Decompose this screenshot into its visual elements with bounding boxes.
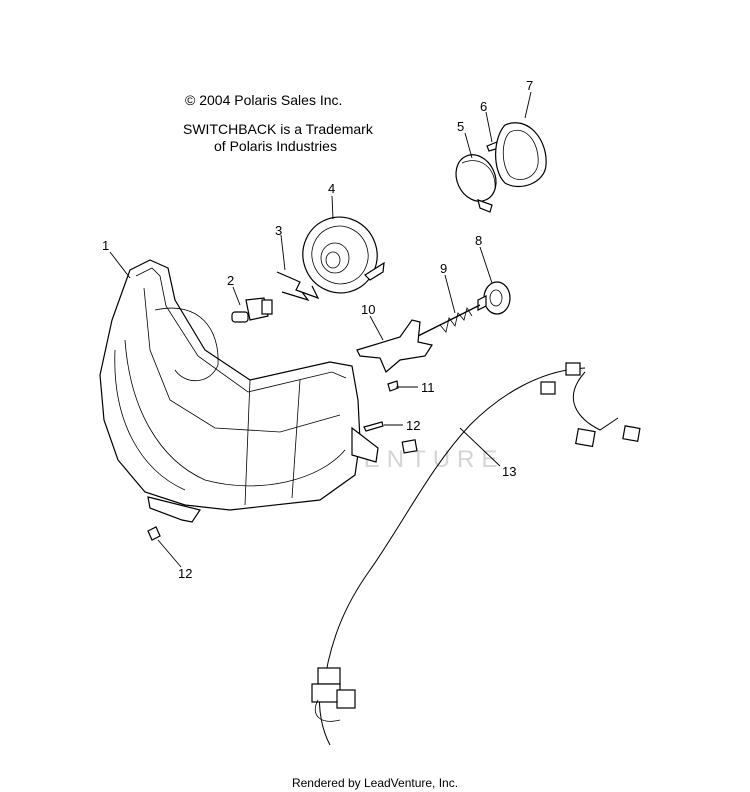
lamp-gasket <box>495 122 547 188</box>
bulb-retaining-clip <box>276 271 320 302</box>
callout-12-lower: 12 <box>178 566 192 581</box>
callout-2: 2 <box>227 273 234 288</box>
callout-8: 8 <box>475 233 482 248</box>
callout-6: 6 <box>480 99 487 114</box>
callout-4: 4 <box>328 181 335 196</box>
callout-9: 9 <box>440 261 447 276</box>
rear-cover-reflector <box>302 216 385 294</box>
auxiliary-lamp <box>455 154 497 213</box>
callout-12-upper: 12 <box>406 418 420 433</box>
leader-lines <box>109 91 532 568</box>
adjuster-spring <box>417 304 481 337</box>
mounting-bracket <box>356 319 433 373</box>
adjuster-knob <box>477 281 511 315</box>
footer-credit: Rendered by LeadVenture, Inc. <box>291 776 459 790</box>
callout-1: 1 <box>102 238 109 253</box>
bracket-screw <box>387 380 399 392</box>
headlight-bulb <box>231 297 273 323</box>
trademark-line-2: of Polaris Industries <box>214 138 337 154</box>
callout-labels: 1 2 3 4 5 6 7 8 9 10 11 12 12 13 <box>102 78 533 581</box>
wiring-harness <box>311 362 641 746</box>
headlight-housing <box>99 259 379 523</box>
callout-10: 10 <box>361 302 375 317</box>
callout-11: 11 <box>421 380 435 395</box>
housing-screw-clip <box>147 421 418 541</box>
callout-7: 7 <box>526 78 533 93</box>
callout-5: 5 <box>457 119 464 134</box>
copyright-text: © 2004 Polaris Sales Inc. <box>185 92 343 108</box>
callout-3: 3 <box>275 223 282 238</box>
callout-13: 13 <box>502 464 516 479</box>
trademark-line-1: SWITCHBACK is a Trademark <box>183 121 373 137</box>
